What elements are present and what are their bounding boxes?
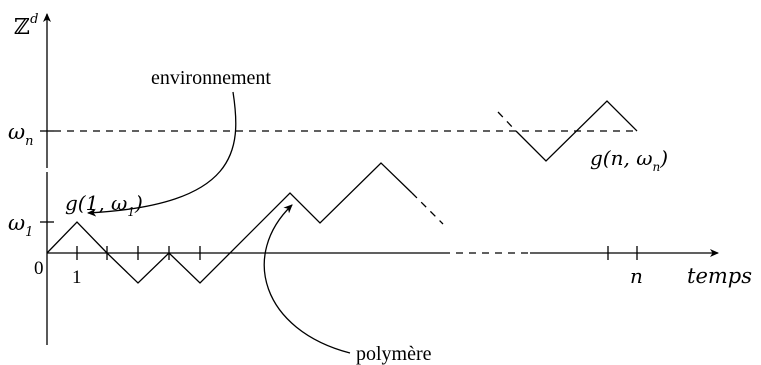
g1-label: g(1, ω1) bbox=[65, 191, 143, 219]
omega-1-label: ω1 bbox=[8, 211, 33, 240]
polymere-label: polymère bbox=[356, 343, 432, 365]
polymere-pointer-icon bbox=[263, 204, 351, 354]
environnement-label: environnement bbox=[151, 67, 271, 89]
tick-n-label: n bbox=[630, 264, 643, 288]
polymer-path-continuation bbox=[411, 192, 444, 225]
x-axis-label: temps bbox=[687, 264, 752, 288]
polymer-path-resume bbox=[497, 111, 517, 132]
environnement-pointer-icon bbox=[87, 91, 237, 217]
omega-n-label: ωn bbox=[8, 120, 34, 149]
origin-label: 0 bbox=[34, 258, 44, 279]
polymer-path-end bbox=[515, 100, 638, 162]
polymer-path bbox=[46, 162, 413, 284]
y-axis-label: ℤd bbox=[14, 12, 38, 39]
gn-label: g(n, ωn) bbox=[590, 146, 668, 174]
tick-1-label: 1 bbox=[72, 267, 82, 288]
